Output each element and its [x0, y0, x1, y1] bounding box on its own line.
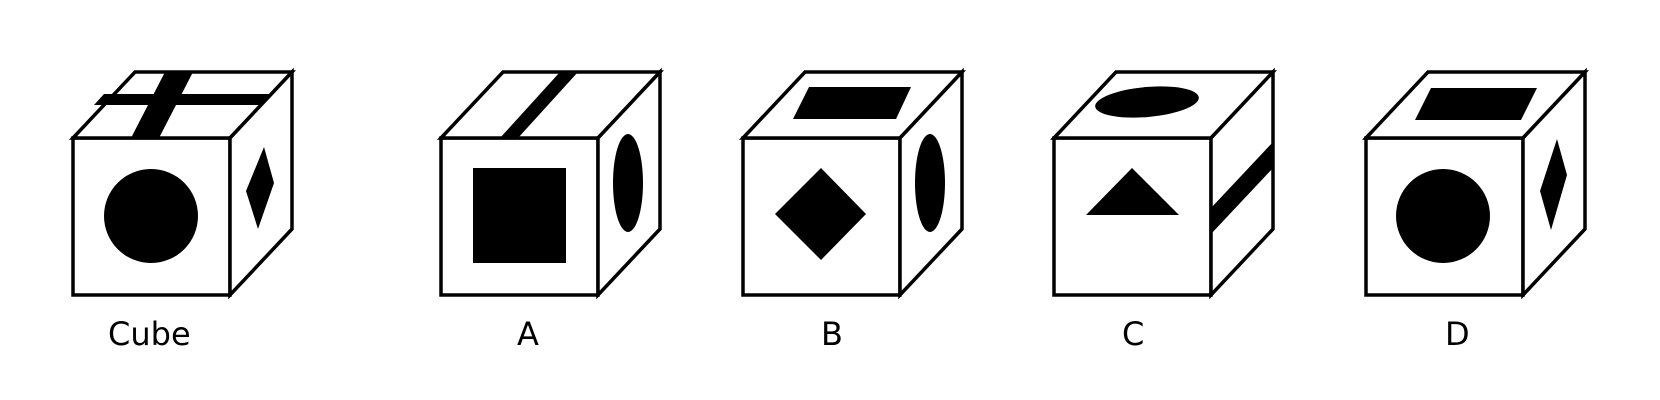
cross-bar-horizontal: [94, 94, 270, 105]
cube-reference: [68, 67, 297, 300]
cube-label: Cube: [108, 315, 191, 353]
slanted-bar-symbol: [1211, 142, 1273, 234]
cube-c-front-face: [1052, 136, 1213, 297]
option-b-label: B: [821, 315, 843, 353]
oval-symbol: [915, 134, 945, 232]
circle-symbol: [104, 169, 198, 263]
option-c-label: C: [1122, 315, 1145, 353]
parallelogram-symbol: [1415, 88, 1537, 120]
cross-bar-vertical: [131, 72, 193, 138]
diagonal-bar-symbol: [500, 72, 578, 138]
ellipse-symbol: [1095, 86, 1199, 118]
option-a-label: A: [517, 315, 539, 353]
cube-option-b: [738, 67, 967, 300]
diamond-symbol: [775, 168, 866, 260]
option-d-label: D: [1445, 315, 1470, 353]
triangle-symbol: [1086, 168, 1179, 215]
diamond-symbol: [246, 147, 274, 229]
oval-symbol: [613, 134, 643, 232]
diamond-symbol: [1540, 139, 1567, 230]
cube-option-a: [436, 67, 665, 300]
circle-symbol: [1396, 169, 1490, 263]
cube-option-d: [1361, 67, 1590, 300]
square-symbol: [473, 168, 566, 263]
parallelogram-symbol: [793, 87, 911, 119]
cube-option-c: [1049, 67, 1278, 300]
